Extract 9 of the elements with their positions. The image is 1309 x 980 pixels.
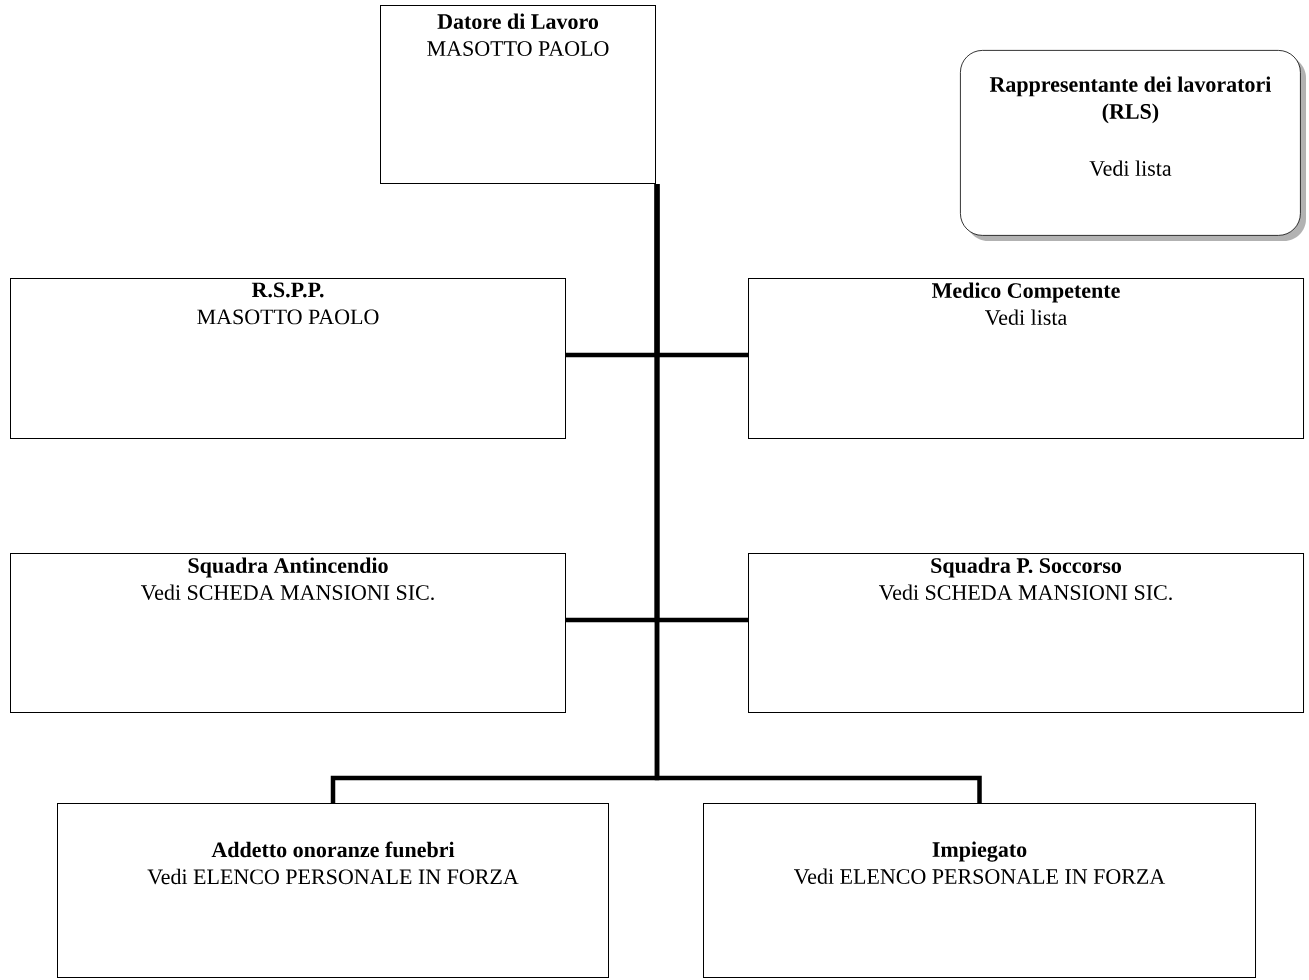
role-box: Squadra P. Soccorso Vedi SCHEDA MANSIONI SIC. <box>748 553 1304 713</box>
rounded-box: Rappresentante dei lavoratori (RLS) Vedi lista <box>960 50 1306 241</box>
connector-line <box>654 184 982 803</box>
role-box: Datore di Lavoro MASOTTO PAOLO <box>380 5 656 184</box>
role-box: Squadra Antincendio Vedi SCHEDA MANSIONI SIC. <box>10 553 566 713</box>
role-box: R.S.P.P. MASOTTO PAOLO <box>10 278 566 439</box>
role-box: Impiegato Vedi ELENCO PERSONALE IN FORZA <box>703 803 1256 978</box>
role-box: Addetto onoranze funebri Vedi ELENCO PERSONALE IN FORZA <box>57 803 609 978</box>
role-box: Medico Competente Vedi lista <box>748 278 1304 439</box>
